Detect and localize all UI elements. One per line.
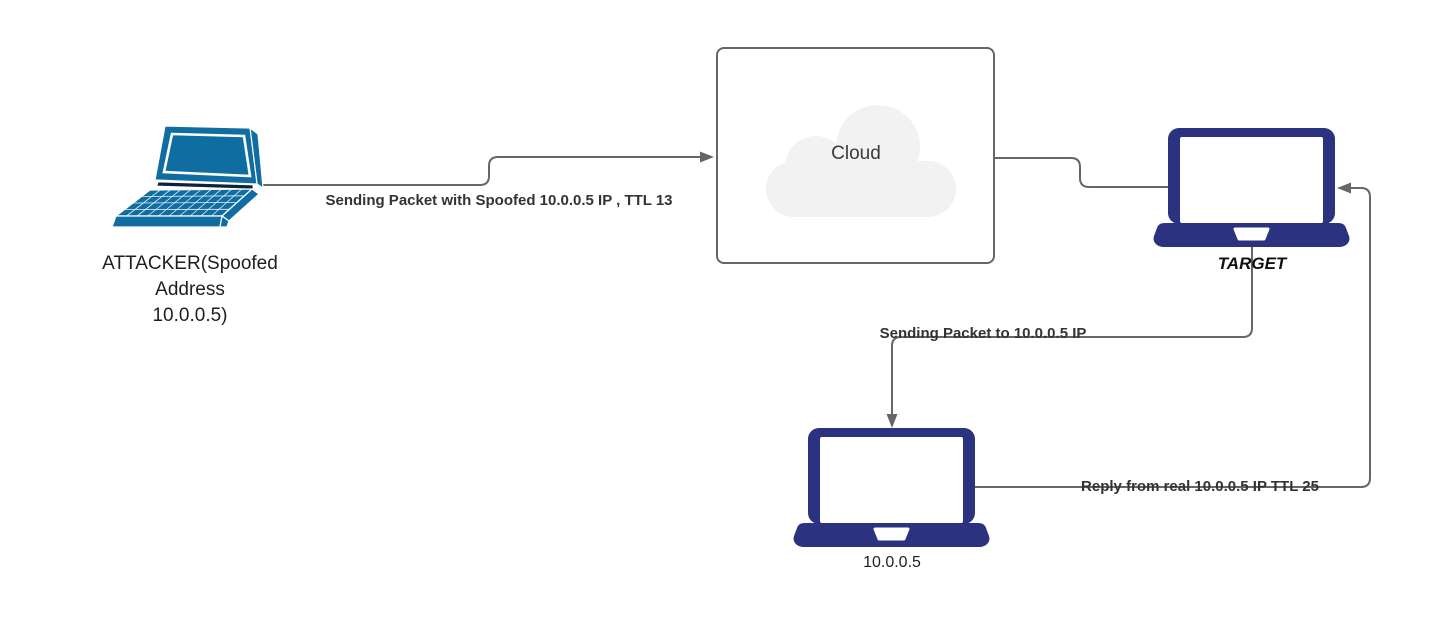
edge-label-real-host-to-target: Reply from real 10.0.0.5 IP TTL 25 (1081, 478, 1319, 495)
target-label: TARGET (1217, 254, 1287, 273)
node-real-host (793, 428, 990, 547)
arrow-head (886, 414, 898, 428)
node-cloud (716, 47, 995, 264)
connector-attacker-to-cloud (263, 156, 701, 186)
attacker-label: ATTACKER(Spoofed Address 10.0.0.5) (102, 251, 278, 329)
attacker-label-line3: 10.0.0.5) (152, 305, 228, 326)
laptop-icon (793, 428, 990, 547)
node-target (1153, 128, 1350, 247)
edge-label-attacker-to-cloud: Sending Packet with Spoofed 10.0.0.5 IP … (325, 192, 673, 209)
cloud-icon (766, 105, 956, 217)
attacker-label-line1: ATTACKER(Spoofed (102, 253, 278, 274)
node-attacker (110, 124, 268, 230)
edge-label-target-to-real-host: Sending Packet to 10.0.0.5 IP (879, 325, 1087, 342)
connector-cloud-to-target (995, 157, 1168, 188)
arrow-head (700, 151, 714, 163)
attacker-label-line2: Address (155, 279, 225, 300)
laptop-perspective-icon (111, 125, 264, 228)
cloud-label: Cloud (831, 143, 881, 164)
real-host-label: 10.0.0.5 (863, 554, 921, 571)
laptop-icon (1153, 128, 1350, 247)
